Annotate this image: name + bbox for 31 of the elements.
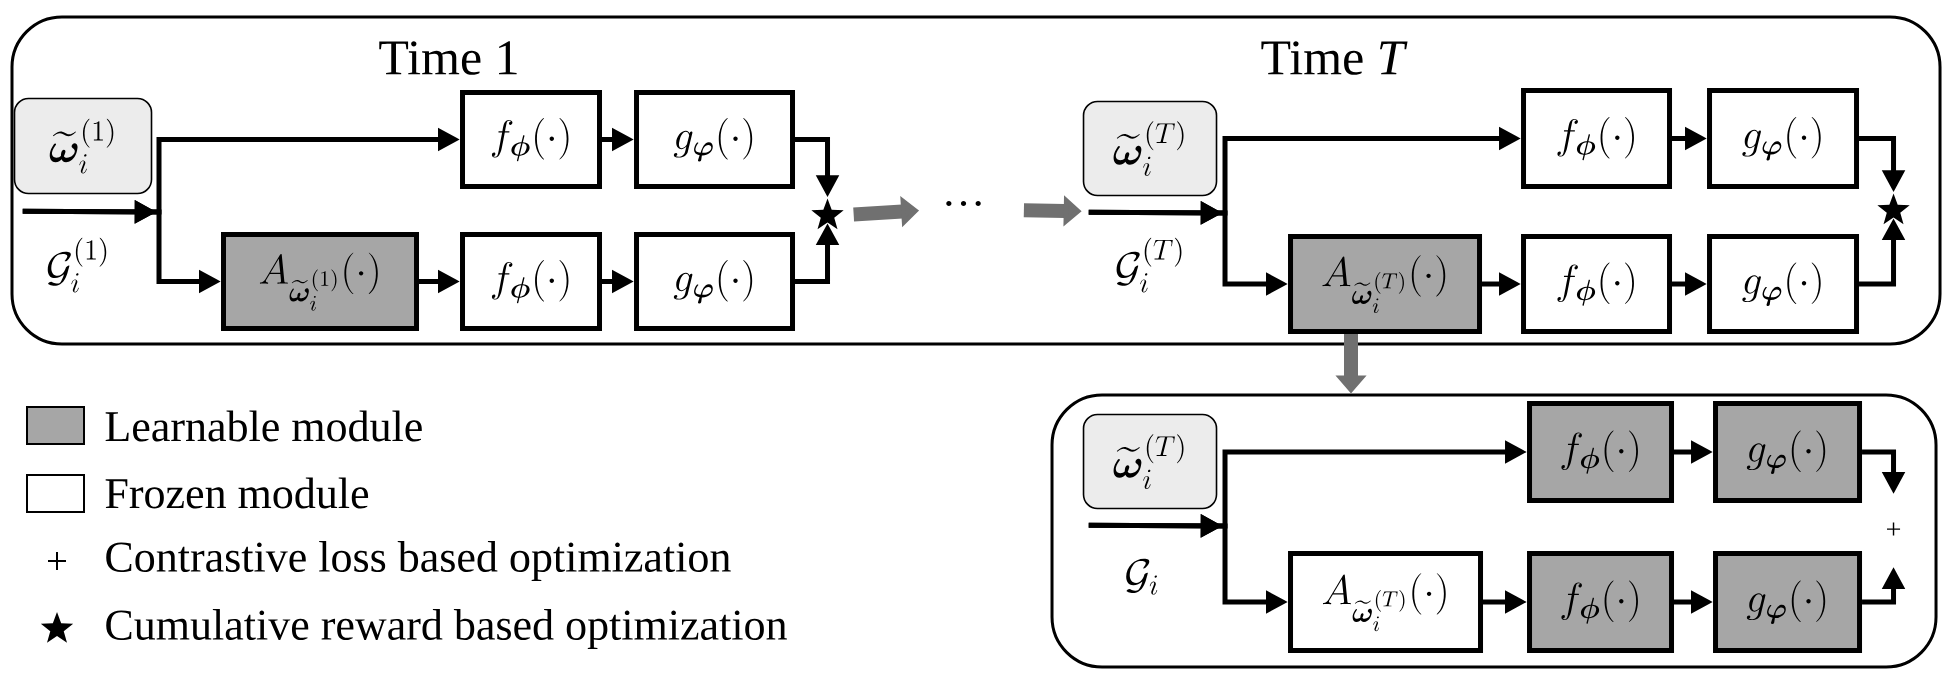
input-box: $\widetilde{\boldsymbol{\omega}}_i^{(T)}$: [1082, 413, 1218, 510]
module-box: $f_{\boldsymbol{\phi}}(\cdot)$: [460, 232, 602, 331]
module-box: $A_{\widetilde{\boldsymbol{\omega}}_i^{(T)}}(\cdot)$: [1288, 551, 1483, 653]
module-box: $g_{\boldsymbol{\varphi}}(\cdot)$: [1707, 88, 1860, 189]
module-box: $f_{\boldsymbol{\phi}}(\cdot)$: [1527, 551, 1674, 653]
module-box: $g_{\boldsymbol{\varphi}}(\cdot)$: [1713, 401, 1863, 503]
module-box: $f_{\boldsymbol{\phi}}(\cdot)$: [1527, 401, 1674, 503]
rounded-panel: [1050, 393, 1938, 669]
time-heading: Time T: [1261, 41, 1408, 75]
legend-text: Frozen module: [105, 477, 369, 509]
legend-text: Cumulative reward based optimization: [106, 609, 787, 649]
legend-text: Learnable module: [105, 410, 422, 442]
plus-sign: +: [1887, 522, 1901, 536]
module-box: $f_{\boldsymbol{\phi}}(\cdot)$: [460, 90, 602, 189]
module-box: $g_{\boldsymbol{\varphi}}(\cdot)$: [1707, 234, 1860, 334]
graph-label: $\mathcal{G}_i^{(1)}$: [47, 237, 107, 293]
input-box: $\widetilde{\boldsymbol{\omega}}_i^{(T)}$: [1082, 100, 1218, 197]
module-box: $A_{\widetilde{\boldsymbol{\omega}}_i^{(T)}}(\cdot)$: [1288, 234, 1482, 334]
input-box: $\widetilde{\boldsymbol{\omega}}_i^{(1)}$: [13, 97, 153, 195]
graph-label: $\mathcal{G}_i^{(T)}$: [1116, 237, 1182, 293]
graph-label: $\mathcal{G}_i$: [1126, 558, 1158, 595]
module-box: $f_{\boldsymbol{\phi}}(\cdot)$: [1521, 234, 1672, 334]
module-box: $g_{\boldsymbol{\varphi}}(\cdot)$: [1713, 551, 1863, 653]
module-box: $A_{\widetilde{\boldsymbol{\omega}}_i^{(1)}}(\cdot)$: [221, 232, 419, 331]
time-heading: Time 1: [379, 41, 517, 75]
rounded-panel: [10, 15, 1942, 346]
module-box: $g_{\boldsymbol{\varphi}}(\cdot)$: [634, 90, 795, 189]
legend-text: Contrastive loss based optimization: [106, 541, 731, 581]
ellipsis: ···: [946, 200, 981, 207]
module-box: $g_{\boldsymbol{\varphi}}(\cdot)$: [634, 232, 795, 331]
module-box: $f_{\boldsymbol{\phi}}(\cdot)$: [1521, 88, 1672, 189]
